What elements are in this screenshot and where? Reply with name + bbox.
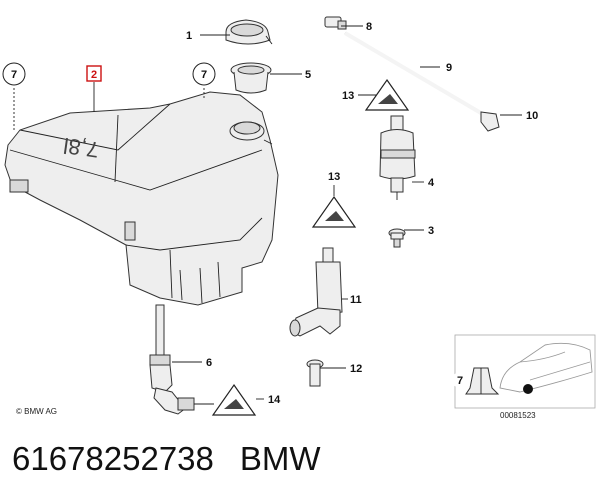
copyright-notice: © BMW AG	[16, 407, 57, 416]
label-part-11: 11	[350, 294, 362, 306]
caution-triangle-icon	[211, 383, 257, 416]
filler-seal[interactable]	[230, 62, 272, 94]
part-number: 61678252738	[12, 440, 214, 477]
elbow-connector[interactable]	[480, 111, 500, 132]
label-part-8: 8	[366, 21, 372, 33]
label-part-10: 10	[526, 110, 538, 122]
tank-cap[interactable]	[225, 19, 273, 45]
washer-pump[interactable]	[379, 115, 416, 200]
hose-connector[interactable]	[324, 16, 347, 30]
caution-triangle-icon	[364, 78, 410, 111]
parts-diagram: 7,8l	[2, 16, 596, 420]
label-part-7-inset: 7	[452, 372, 468, 388]
brand-name: BMW	[239, 440, 321, 477]
screw-3[interactable]	[388, 228, 406, 248]
screw-12[interactable]	[306, 359, 324, 387]
label-part-12: 12	[350, 363, 362, 375]
label-part-2-highlighted: 2	[86, 65, 102, 82]
label-part-7-center: 7	[192, 62, 216, 86]
label-part-13-b: 13	[328, 171, 340, 183]
image-number: 00081523	[500, 411, 536, 420]
label-part-3: 3	[428, 225, 434, 237]
label-part-5: 5	[305, 69, 311, 81]
svg-text:7: 7	[201, 69, 207, 81]
svg-text:7: 7	[457, 375, 463, 387]
svg-text:7: 7	[11, 69, 17, 81]
label-part-1: 1	[186, 30, 192, 42]
vehicle-location-inset: 00081523	[454, 334, 596, 420]
washer-pump-11[interactable]	[289, 247, 343, 337]
tank-capacity-marking: 7,8l	[62, 133, 101, 163]
label-part-6: 6	[206, 357, 212, 369]
location-marker-icon	[523, 384, 533, 394]
level-sensor[interactable]	[149, 304, 195, 415]
label-part-4: 4	[428, 177, 435, 189]
svg-text:2: 2	[91, 69, 97, 81]
label-part-9: 9	[446, 62, 452, 74]
label-part-13-a: 13	[342, 90, 354, 102]
label-part-7-left: 7	[2, 62, 26, 86]
clip-7[interactable]	[465, 367, 500, 395]
label-part-14: 14	[268, 394, 281, 406]
part-caption: 61678252738 BMW	[12, 440, 347, 478]
caution-triangle-icon	[311, 195, 357, 228]
washer-fluid-tank[interactable]: 7,8l	[4, 91, 279, 306]
washer-hose[interactable]	[343, 31, 488, 118]
